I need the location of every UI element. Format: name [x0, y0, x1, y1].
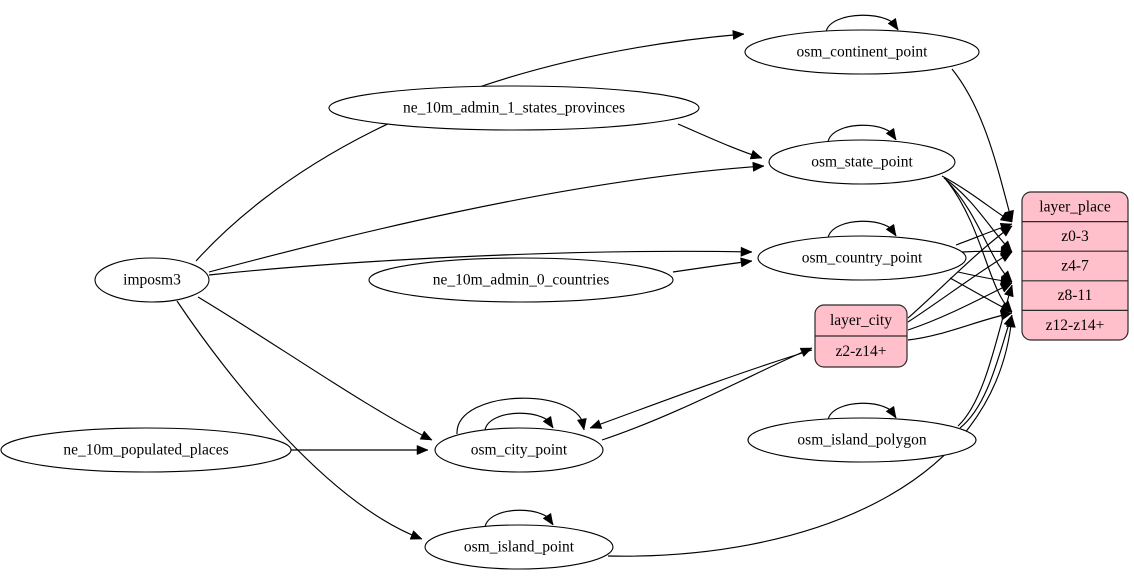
edge-osm_country_point-to-layer_place_z8 [957, 271, 1013, 286]
arrow-head [740, 246, 753, 257]
node-osm_state_point[interactable]: osm_state_point [768, 139, 956, 185]
edge-layer_city-to-layer_place_z4 [907, 251, 1013, 323]
arrow-head [409, 530, 423, 540]
node-osm_continent_point[interactable]: osm_continent_point [744, 29, 980, 75]
node-osm_island_point[interactable]: osm_island_point [424, 524, 614, 570]
arrow-head [419, 430, 433, 441]
arrow-head [749, 149, 763, 160]
edge-layer_city-to-layer_place_z0 [907, 225, 1013, 319]
node-ne_countries[interactable]: ne_10m_admin_0_countries [368, 257, 674, 303]
arrow-head [740, 257, 753, 268]
edge-osm_country_point-to-layer_place_z0 [955, 222, 1013, 246]
arrow-head [999, 225, 1013, 237]
edge-osm_state_point-to-layer_place_z0 [941, 175, 1013, 223]
edge-ne_states-to-osm_state_point [677, 123, 763, 160]
edge-osm_island_polygon-to-layer_place_z12 [959, 314, 1014, 429]
node-osm_city_point[interactable]: osm_city_point [434, 427, 604, 473]
edge-ne_countries-to-osm_country_point [672, 257, 753, 273]
nodes-layer: imposm3 ne_10m_admin_1_states_provincesne… [0, 29, 980, 570]
arrow-head [416, 445, 429, 455]
edge-osm_island_point-to-layer_place_z12 [607, 315, 1016, 557]
node-osm_island_polygon[interactable]: osm_island_polygon [747, 417, 977, 463]
edge-imposm3-to-osm_continent_point [195, 30, 745, 262]
arrow-head [999, 211, 1013, 223]
node-imposm3[interactable]: imposm3 [94, 257, 210, 303]
edge-imposm3-to-osm_island_point [176, 300, 423, 540]
node-ne_states[interactable]: ne_10m_admin_1_states_provinces [328, 85, 700, 131]
edge-ne_populated-to-osm_city_point [291, 445, 429, 455]
arrow-head [999, 251, 1013, 263]
node-shape-osm_island_point[interactable] [424, 524, 614, 570]
node-shape-ne_countries[interactable] [368, 257, 674, 303]
node-shape-osm_island_polygon[interactable] [747, 417, 977, 463]
node-shape-ne_states[interactable] [328, 85, 700, 131]
edge-layer_city-to-layer_place_z12 [907, 310, 1013, 341]
record-box-layer_place[interactable] [1021, 191, 1129, 341]
node-shape-osm_city_point[interactable] [434, 427, 604, 473]
edge-layer_city_in-to-osm_city_point [589, 349, 813, 429]
arrow-head [576, 418, 587, 431]
arrow-head [732, 30, 745, 40]
edge-imposm3-to-osm_city_point [197, 296, 433, 441]
edge-osm_island_polygon-to-layer_place_z8 [957, 284, 1014, 427]
edge-osm_state_point-to-osm_state_point [827, 124, 897, 143]
node-shape-osm_country_point[interactable] [757, 235, 967, 281]
node-ne_populated[interactable]: ne_10m_populated_places [0, 427, 292, 473]
edge-osm_city_point-to-osm_city_point_outer [456, 397, 587, 435]
node-shape-osm_state_point[interactable] [768, 139, 956, 185]
node-shape-imposm3[interactable] [94, 257, 210, 303]
arrow-head [887, 17, 899, 31]
edge-osm_city_point-to-osm_city_point [484, 412, 554, 431]
arrow-head [589, 419, 603, 429]
edge-osm_island_point-to-osm_island_point [484, 509, 554, 528]
node-shape-ne_populated[interactable] [0, 427, 292, 473]
arrow-head [542, 512, 554, 526]
arrow-head [1003, 284, 1014, 298]
edge-imposm3-to-osm_state_point [208, 161, 765, 273]
edge-osm_island_polygon-to-osm_island_polygon [827, 402, 897, 421]
node-shape-osm_continent_point[interactable] [744, 29, 980, 75]
edge-osm_continent_point-to-osm_continent_point [825, 14, 899, 33]
arrow-head [885, 127, 897, 141]
arrow-head [1005, 315, 1016, 328]
edge-imposm3-to-osm_country_point [208, 246, 753, 276]
arrow-head [999, 282, 1013, 293]
arrow-head [542, 415, 554, 429]
edges-layer [176, 14, 1016, 557]
edge-layer_city-to-layer_place_z8 [907, 282, 1013, 331]
arrow-head [885, 405, 897, 419]
node-osm_country_point[interactable]: osm_country_point [757, 235, 967, 281]
edge-osm_country_point-to-osm_country_point [827, 220, 897, 239]
arrow-head [752, 161, 765, 172]
arrow-head [885, 223, 897, 237]
